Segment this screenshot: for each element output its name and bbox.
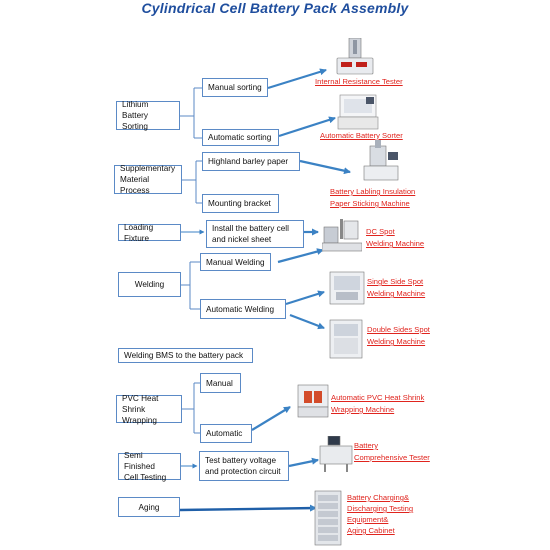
charging-aging-cabinet-image	[314, 490, 342, 546]
link-single-side-spot-welding[interactable]: Single Side Spot Welding Machine	[367, 277, 426, 298]
step-pvc-manual: Manual	[200, 373, 241, 393]
step-manual-sorting: Manual sorting	[202, 78, 268, 97]
comprehensive-tester-image	[319, 436, 353, 472]
link-double-sides-spot-welding[interactable]: Double Sides Spot Welding Machine	[367, 325, 430, 346]
automatic-battery-sorter-image	[337, 94, 379, 130]
link-labeling-machine[interactable]: Battery Labling Insulation Paper Stickin…	[330, 187, 416, 208]
link-charging-aging-cabinet[interactable]: Battery Charging& Discharging Testing Eq…	[347, 493, 414, 535]
link-pvc-heat-shrink-machine[interactable]: Automatic PVC Heat Shrink Wrapping Machi…	[331, 393, 425, 414]
category-lithium-battery-sorting: Lithium Battery Sorting	[116, 100, 180, 131]
step-automatic-welding: Automatic Welding	[200, 299, 286, 319]
labeling-machine-image	[363, 140, 399, 181]
link-dc-spot-welding[interactable]: DC Spot Welding Machine	[366, 227, 425, 248]
dc-spot-welding-machine-image	[322, 219, 362, 252]
link-comprehensive-tester[interactable]: Battery Comprehensive Tester	[354, 441, 430, 462]
category-welding-bms: Welding BMS to the battery pack	[118, 348, 253, 363]
step-highland-barley-paper: Highland barley paper	[202, 152, 300, 171]
category-semi-finished-testing: Semi Finished Cell Testing	[118, 451, 181, 482]
double-sides-spot-welding-image	[329, 319, 363, 359]
page-title: Cylindrical Cell Battery Pack Assembly	[141, 0, 409, 16]
category-pvc-heat-shrink: PVC Heat Shrink Wrapping	[116, 394, 182, 425]
step-manual-welding: Manual Welding	[200, 253, 271, 271]
link-automatic-battery-sorter[interactable]: Automatic Battery Sorter	[320, 131, 403, 140]
category-loading-fixture: Loading Fixture	[118, 223, 181, 243]
link-internal-resistance-tester[interactable]: Internal Resistance Tester	[315, 77, 403, 86]
step-pvc-automatic: Automatic	[200, 424, 252, 443]
category-supplementary-material-process: Supplementary Material Process	[114, 164, 182, 195]
category-welding: Welding	[118, 272, 181, 297]
step-automatic-sorting: Automatic sorting	[202, 129, 279, 146]
single-side-spot-welding-image	[329, 271, 365, 305]
step-test-voltage: Test battery voltage and protection circ…	[199, 451, 289, 481]
step-mounting-bracket: Mounting bracket	[202, 194, 279, 213]
category-aging: Aging	[118, 497, 180, 517]
internal-resistance-tester-image	[336, 38, 374, 75]
step-install-battery-cell: Install the battery cell and nickel shee…	[206, 220, 304, 248]
pvc-heat-shrink-machine-image	[297, 384, 329, 418]
